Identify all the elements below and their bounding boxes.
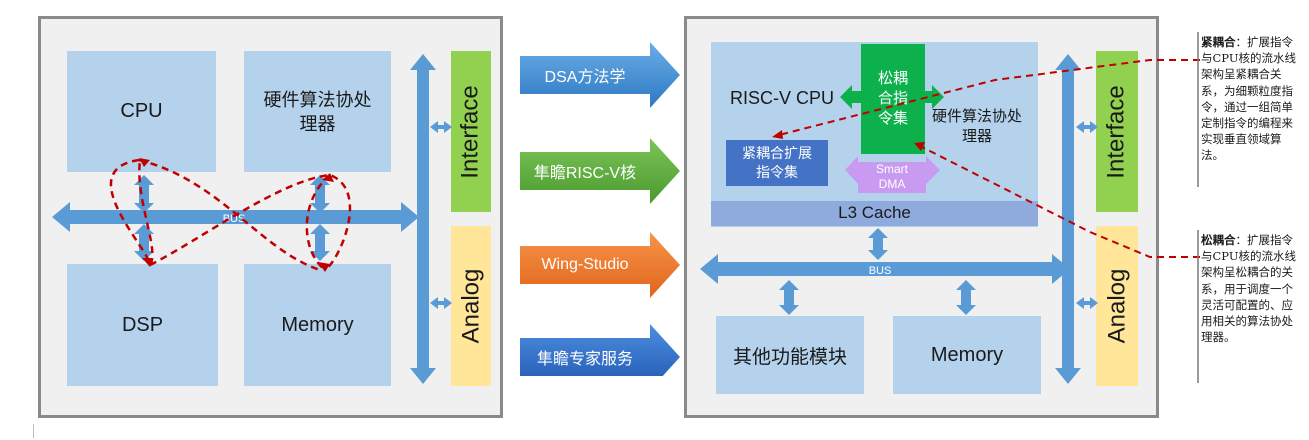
loose-coupling-title: 松耦合 xyxy=(1201,233,1236,247)
loose-isa-block: 松耦合指令集 xyxy=(861,44,925,154)
right-memory-block: Memory xyxy=(893,316,1041,394)
left-dsp-bus-connector xyxy=(134,224,154,261)
right-memory-label: Memory xyxy=(930,343,1004,366)
loose-isa-label: 松耦合指令集 xyxy=(877,70,908,127)
left-dsp-block: DSP xyxy=(67,264,218,386)
left-dsp-label: DSP xyxy=(121,313,164,336)
arrow-riscv-core xyxy=(520,138,680,204)
other-modules-label: 其他功能模块 xyxy=(732,346,847,368)
arrow-dsa-label: DSA方法学 xyxy=(544,69,626,86)
right-hw-accel-label: 硬件算法协处理器 xyxy=(932,108,1023,145)
left-memory-block: Memory xyxy=(244,264,391,386)
left-interface-block: Interface xyxy=(451,51,491,212)
loose-note-leader xyxy=(917,144,1200,258)
right-analog-connector xyxy=(1076,297,1098,309)
left-vertical-bus-arrow xyxy=(410,54,436,384)
arrow-dsa xyxy=(520,42,680,108)
left-diagram-arrows: BUS xyxy=(52,54,452,384)
left-bus-label: BUS xyxy=(223,213,246,225)
right-hw-accel-label-block: 硬件算法协处理器 xyxy=(932,104,1022,150)
loose-isa-right-arrow xyxy=(924,85,944,109)
loose-coupling-note: 松耦合：扩展指令与CPU核的流水线架构呈松耦合的关系，用于调度一个灵活可配置的、… xyxy=(1201,232,1303,345)
right-interface-connector xyxy=(1076,121,1098,133)
left-memory-label: Memory xyxy=(281,313,354,336)
arrow-wing-studio-label: Wing-Studio xyxy=(541,256,629,273)
middle-arrows xyxy=(520,42,680,376)
left-analog-block: Analog xyxy=(451,226,491,386)
other-modules-block: 其他功能模块 xyxy=(716,316,864,394)
right-bus-label: BUS xyxy=(869,265,892,277)
l3-cache-block xyxy=(711,201,1038,226)
left-cpu-label: CPU xyxy=(120,100,163,122)
loose-coupling-body: ：扩展指令与CPU核的流水线架构呈松耦合的关系，用于调度一个灵活可配置的、应用相… xyxy=(1201,233,1297,345)
loose-isa-left-arrow xyxy=(840,85,862,109)
tight-coupling-title: 紧耦合 xyxy=(1201,35,1236,49)
left-edge-marker xyxy=(33,424,34,438)
left-analog-connector xyxy=(430,297,452,309)
tight-ext-label: 紧耦合扩展指令集 xyxy=(742,145,812,180)
arrow-expert-service-label: 隼瞻专家服务 xyxy=(536,351,633,368)
tight-ext-block: 紧耦合扩展指令集 xyxy=(726,140,828,186)
right-analog-block: Analog xyxy=(1096,226,1138,386)
left-hw-bus-connector xyxy=(310,175,330,213)
cache-bus-connector xyxy=(868,228,888,260)
memory-bus-connector xyxy=(956,280,976,315)
smart-dma-block xyxy=(845,156,940,193)
tight-coupling-note: 紧耦合：扩展指令与CPU核的流水线架构呈紧耦合关系，为细颗粒度指令，通过一组简单… xyxy=(1201,34,1303,164)
left-mem-bus-connector xyxy=(310,224,330,261)
tight-note-leader xyxy=(774,59,1200,137)
tight-coupling-body: ：扩展指令与CPU核的流水线架构呈紧耦合关系，为细颗粒度指令，通过一组简单定制指… xyxy=(1201,35,1297,163)
arrow-expert-service xyxy=(520,324,680,376)
right-interface-block: Interface xyxy=(1096,51,1138,212)
riscv-cpu-label: RISC-V CPU xyxy=(730,88,835,108)
left-hw-accel-label: 硬件算法协处理器 xyxy=(263,89,372,134)
l3-cache-label: L3 Cache xyxy=(838,203,911,222)
right-bus-arrow xyxy=(700,254,1070,284)
left-cpu-bus-connector xyxy=(134,175,154,213)
left-cpu-block: CPU xyxy=(67,51,216,172)
left-interface-connector xyxy=(430,121,452,133)
right-vertical-bus-arrow xyxy=(1055,54,1081,384)
left-bus-arrow xyxy=(52,202,419,232)
arrow-riscv-core-label: 隼瞻RISC-V核 xyxy=(533,165,637,182)
arrow-wing-studio xyxy=(520,232,680,298)
left-hw-accel-block: 硬件算法协处理器 xyxy=(244,51,391,172)
other-modules-bus-connector xyxy=(779,280,799,315)
smart-dma-label: Smart DMA xyxy=(875,162,908,191)
right-diagram-arrows: BUS xyxy=(700,32,1200,384)
